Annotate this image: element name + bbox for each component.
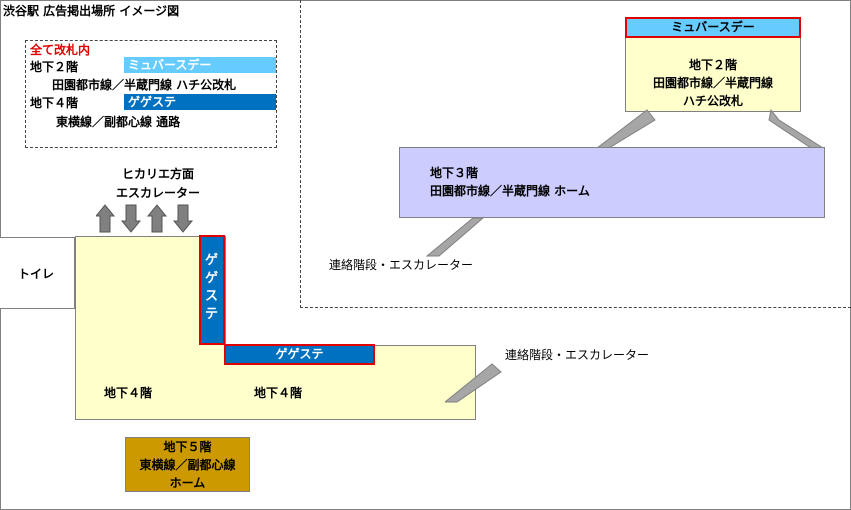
- arrow-down-icon: [120, 204, 142, 233]
- b5-line1: 地下５階: [163, 440, 212, 454]
- ad-vertical-label: ゲゲステ: [205, 253, 219, 322]
- arrow-up-icon: [96, 204, 116, 233]
- b2-b3-ramps: [595, 108, 825, 149]
- b2-line1: 地下２階: [688, 58, 737, 72]
- toilet-label: トイレ: [18, 267, 55, 281]
- b4-floor-area: [75, 236, 476, 420]
- b2-line2: 田園都市線／半蔵門線: [652, 76, 773, 90]
- ramp-left: [595, 109, 656, 149]
- section-divider-horizontal: [300, 307, 851, 308]
- b3-platform-area: [399, 147, 825, 218]
- b4-label-right: 地下４階: [254, 386, 303, 400]
- b5-line2: 東横線／副都心線: [139, 458, 236, 472]
- b3-line2: 田園都市線／半蔵門線 ホーム: [430, 184, 590, 198]
- b5-platform-box: [125, 437, 250, 492]
- legend-b4-floor: 地下４階: [30, 96, 79, 110]
- b4-stairs-label: 連絡階段・エスカレーター: [505, 348, 650, 362]
- legend-b2-chip: ミュバースデー: [124, 57, 276, 73]
- b3-stairs-ramp: [425, 217, 485, 257]
- legend-b2-location: 田園都市線／半蔵門線 ハチ公改札: [52, 78, 237, 92]
- legend-box: 全て改札内 地下２階 ミュバースデー 田園都市線／半蔵門線 ハチ公改札 地下４階…: [25, 40, 277, 148]
- hikarie-label-2: エスカレーター: [115, 186, 200, 200]
- legend-b2-floor: 地下２階: [30, 60, 79, 74]
- b3-line1: 地下３階: [430, 166, 479, 180]
- b5-line3: ホーム: [169, 476, 206, 490]
- legend-all-gates: 全て改札内: [30, 43, 91, 57]
- b2-area: [625, 37, 801, 112]
- ramp-right: [768, 108, 825, 149]
- legend-b4-chip: ゲゲステ: [124, 94, 276, 110]
- escalator-arrows: [96, 204, 194, 233]
- toilet-area: [0, 237, 75, 309]
- ad-top-myubasuday: ミュバースデー: [625, 17, 801, 38]
- arrow-up-icon: [146, 204, 168, 233]
- page-title: 渋谷駅 広告掲出場所 イメージ図: [3, 4, 180, 18]
- legend-b4-location: 東横線／副都心線 通路: [56, 115, 181, 129]
- ad-horizontal-gegesute: ゲゲステ: [224, 344, 375, 365]
- b2-line3: ハチ公改札: [682, 94, 743, 108]
- ad-vertical-gegesute: [199, 235, 225, 345]
- arrow-down-icon: [172, 204, 194, 233]
- hikarie-label-1: ヒカリエ方面: [121, 167, 194, 181]
- b4-stairs-ramp: [445, 363, 502, 403]
- b3-stairs-label: 連絡階段・エスカレーター: [329, 258, 474, 272]
- b4-label-left: 地下４階: [104, 386, 153, 400]
- section-divider-vertical: [300, 0, 301, 308]
